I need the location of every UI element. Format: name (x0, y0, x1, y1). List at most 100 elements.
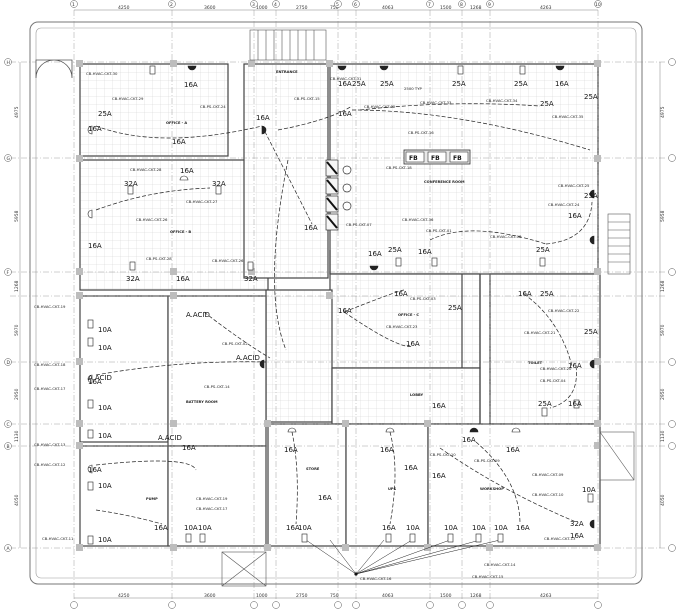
circuit-label: CB-HVAC-CKT-13 (544, 536, 576, 541)
dim-right-4: 5970 (660, 324, 666, 336)
rating: 32A (124, 180, 138, 188)
circuit-label: CB-PS-CKT-14 (204, 384, 230, 389)
grid-row-b: B (7, 444, 10, 450)
battery-room-box (167, 295, 267, 447)
circuit-label: CB-PS-CKT-18 (386, 165, 412, 170)
grid-col-7: 7 (428, 2, 431, 8)
circuit-label: CB-PS-CKT-03 (410, 296, 436, 301)
rating: 10A (98, 404, 112, 412)
right-room-floor (489, 273, 601, 425)
workshop-room-box (427, 423, 601, 547)
rating: 10A (98, 344, 112, 352)
bottom-entry (221, 551, 267, 587)
grid-row-g: G (7, 156, 11, 162)
circuit-label: CB-PS-CKT-15 (294, 96, 320, 101)
rating: 32A (126, 275, 140, 283)
fb-panels: FB FB FB (403, 149, 471, 165)
rating: 25A (536, 246, 550, 254)
dim-left-3: 1268 (14, 280, 20, 292)
circuit-label: CB-HVAC-CKT-11 (42, 536, 74, 541)
fb-panel-1: FB (409, 155, 418, 162)
inner-partitions (329, 250, 481, 424)
right-dimensions: 4975 5958 1268 5970 2950 1130 4050 (659, 62, 666, 548)
grid-col-4: 4 (274, 2, 277, 8)
dim-bottom-9: 4263 (540, 593, 552, 599)
rating: 16A (506, 446, 520, 454)
circuit-label: CB-PS-CKT-28 (146, 256, 172, 261)
circuit-label: CB-HVAC-CKT-27 (186, 199, 218, 204)
ups-room-box (345, 423, 429, 547)
rating: 16A (406, 340, 420, 348)
corner-bay (35, 59, 73, 79)
circuit-label: CB-HVAC-CKT-17 (34, 386, 66, 391)
circuit-label: CB-HVAC-CKT-09 (532, 472, 564, 477)
dim-left-1: 4975 (14, 106, 20, 118)
dim-bottom-7: 1500 (440, 593, 452, 599)
grid-row-c: C (7, 422, 10, 428)
pump-room-box (167, 445, 267, 547)
bottom-dimensions: 4250 3600 1000 2750 750 4063 1500 1268 4… (74, 593, 598, 599)
rating: 10A (472, 524, 486, 532)
rating: 10A (98, 482, 112, 490)
circuit-label: CB-PS-CKT-09 (474, 458, 500, 463)
note-height: 2500 TYP (404, 86, 423, 91)
rating: 16A (176, 275, 190, 283)
rating: 10A (98, 432, 112, 440)
grid-row-h: H (7, 60, 10, 66)
dim-left-2: 5958 (14, 210, 20, 222)
dim-top-9: 4263 (540, 5, 552, 11)
rating: 16A (304, 224, 318, 232)
rating: 16A (182, 444, 196, 452)
fb-panel-3: FB (453, 155, 462, 162)
rating: 25A (452, 80, 466, 88)
office-c-floor (329, 273, 481, 369)
rating: 32A (212, 180, 226, 188)
ratings: 16A 25A 16A 16A 16A 16A 25A 16A 25A 25A … (88, 80, 598, 544)
grid-col-2: 2 (170, 2, 173, 8)
rating: 16A (88, 125, 102, 133)
rating: 16A (286, 524, 300, 532)
rating: 16A (516, 524, 530, 532)
acid-4: A.ACID (88, 374, 112, 382)
acid-2: A.ACID (236, 354, 260, 362)
circuit-label: CB-HVAC-CKT-34 (486, 98, 518, 103)
circuit-label: CB-HVAC-CKT-10 (532, 492, 564, 497)
rating: 16A (404, 464, 418, 472)
room-toilet: STORE (306, 467, 320, 471)
rating: 16A (172, 138, 186, 146)
left-dimensions: 4975 5958 1268 5970 2950 1130 4050 (14, 62, 21, 548)
dim-right-7: 4050 (660, 494, 666, 506)
grid-col-1: 1 (72, 2, 75, 8)
rating: 16A (338, 110, 352, 118)
room-conference: CONFERENCE ROOM (424, 180, 465, 184)
dim-top-3: 1000 (256, 5, 268, 11)
rating: 16A (256, 114, 270, 122)
office-a-floor (79, 63, 229, 157)
circuit-label: CB-HVAC-CKT-12 (34, 462, 66, 467)
dim-top-2: 3600 (204, 5, 216, 11)
circuit-label: CB-HVAC-CKT-14 (484, 562, 516, 567)
rating: 16A (568, 212, 582, 220)
rating: 16A (555, 80, 569, 88)
lobby-floor (331, 367, 481, 425)
socket-boxes (87, 65, 594, 545)
building-inner-wall (35, 27, 637, 579)
dim-top-1: 4250 (118, 5, 130, 11)
rating: 25A (540, 290, 554, 298)
stairs-top (249, 29, 327, 61)
side-door-right (599, 431, 635, 481)
rating: 16A (338, 307, 352, 315)
rating: 16A (184, 81, 198, 89)
circuit-label: CB-HVAC-CKT-08 (490, 234, 522, 239)
rating: 25A (388, 246, 402, 254)
dim-top-4: 2750 (296, 5, 308, 11)
circuit-label: CB-HVAC-CKT-17 (196, 506, 228, 511)
rating: 16A (338, 80, 352, 88)
conference-floor (329, 63, 599, 275)
circuit-label: CB-HVAC-CKT-32 (364, 104, 396, 109)
dim-right-6: 1130 (660, 430, 666, 442)
grid-col-3: 3 (252, 2, 255, 8)
dim-bottom-4: 2750 (296, 593, 308, 599)
grid-col-9: 9 (488, 2, 491, 8)
rating: 16A (154, 524, 168, 532)
